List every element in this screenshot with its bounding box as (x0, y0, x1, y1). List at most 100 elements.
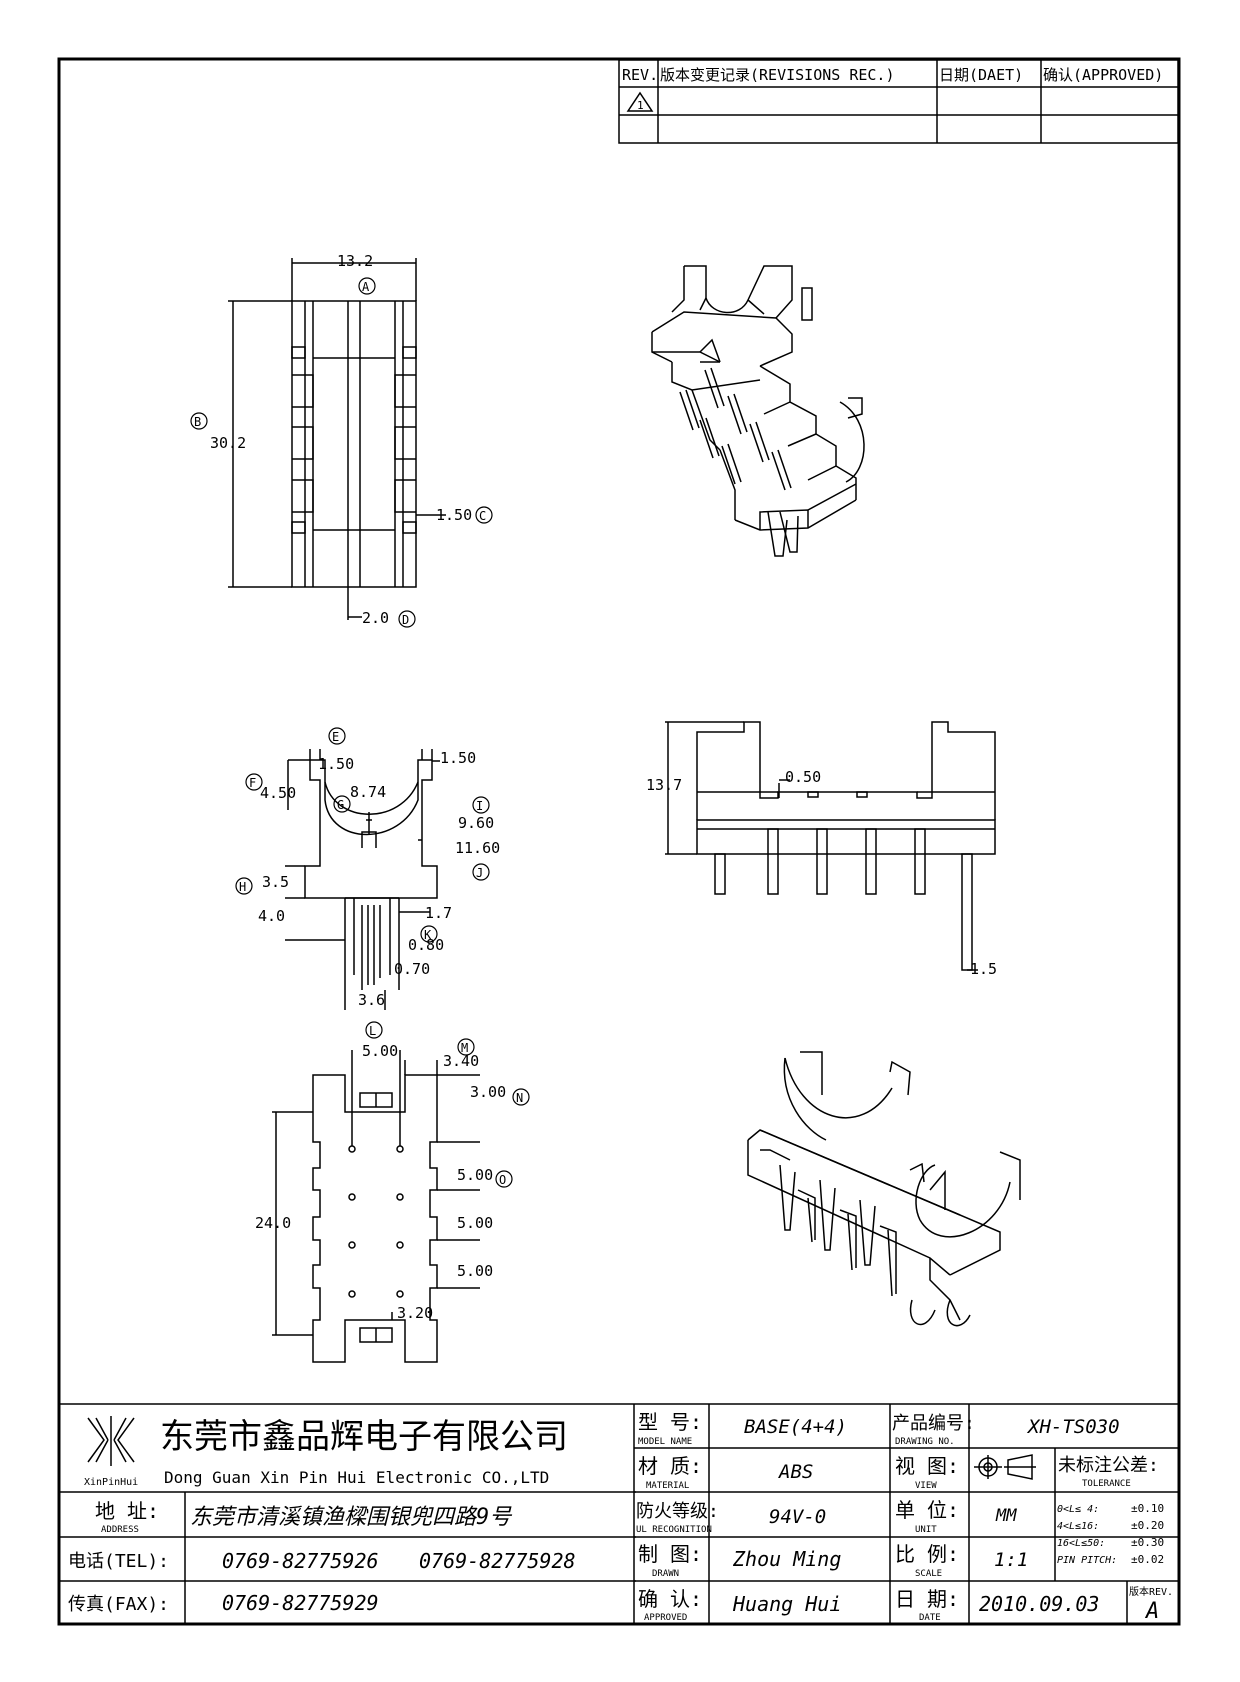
view-label: 视 图: (895, 1454, 959, 1478)
dim-side-1: 1.50 (318, 755, 354, 773)
marker-n: N (516, 1091, 523, 1105)
tel-2: 0769-82775928 (419, 1549, 576, 1573)
rev-mark: 1 (637, 99, 644, 112)
material-label: 材 质: (638, 1454, 702, 1478)
isometric-view-bottom (747, 1051, 1021, 1327)
isometric-view-top (651, 265, 865, 557)
address-label-en: ADDRESS (101, 1525, 139, 1535)
tolerance-label-en: TOLERANCE (1082, 1479, 1131, 1489)
date-header: 日期(DAET) (939, 66, 1023, 84)
marker-i: I (476, 799, 483, 813)
address-value: 东莞市清溪镇渔樑围银兜四路9号 (190, 1505, 512, 1530)
dim-side-11: 0.70 (394, 960, 430, 978)
marker-l: L (369, 1024, 376, 1038)
tolerance-value-4: ±0.02 (1131, 1553, 1164, 1566)
unit-label-en: UNIT (915, 1525, 937, 1535)
callout-markers-bottom (365, 1021, 530, 1188)
scale-label: 比 例: (895, 1542, 959, 1566)
dim-side-4: 8.74 (350, 783, 386, 801)
rev-header: REV. (622, 66, 658, 84)
flame-label-en: UL RECOGNITION (636, 1525, 712, 1535)
model-label-en: MODEL NAME (638, 1437, 692, 1447)
sheet-border (57, 57, 1181, 1626)
bottom-view (272, 1050, 480, 1363)
dim-side-12: 3.6 (358, 991, 385, 1009)
marker-b: B (194, 415, 201, 429)
unit-label: 单 位: (895, 1498, 959, 1522)
dim-pin-width: 2.0 (362, 609, 389, 627)
flame-label: 防火等级: (636, 1501, 719, 1522)
marker-d: D (402, 613, 409, 627)
drawn-value: Zhou Ming (732, 1547, 841, 1571)
marker-e: E (332, 730, 339, 744)
dim-side-5: 9.60 (458, 814, 494, 832)
dim-side-8: 4.0 (258, 907, 285, 925)
dim-bottom-3: 3.00 (470, 1083, 506, 1101)
drawing-no-label-en: DRAWING NO. (895, 1437, 955, 1447)
dim-bottom-6: 5.00 (457, 1262, 493, 1280)
model-value: BASE(4+4) (744, 1416, 847, 1438)
date-label: 日 期: (895, 1587, 959, 1611)
dim-front-height: 13.7 (646, 776, 682, 794)
tel-1: 0769-82775926 (222, 1549, 379, 1573)
marker-c: C (479, 509, 486, 523)
dim-side-7: 3.5 (262, 873, 289, 891)
dim-front-pin: 1.5 (970, 960, 997, 978)
company-name-en: Dong Guan Xin Pin Hui Electronic CO.,LTD (164, 1468, 549, 1487)
dim-bottom-8: 3.20 (397, 1304, 433, 1322)
approved-value: Huang Hui (732, 1592, 841, 1616)
fax-value: 0769-82775929 (222, 1591, 379, 1615)
revision-block (618, 59, 1179, 144)
company-logo (87, 1416, 135, 1466)
model-label: 型 号: (638, 1410, 702, 1434)
marker-f: F (249, 776, 256, 790)
tolerance-range-4: PIN PITCH: (1057, 1555, 1117, 1566)
dim-bottom-5: 5.00 (457, 1214, 493, 1232)
marker-m: M (461, 1041, 468, 1055)
rev-value: A (1144, 1599, 1159, 1624)
material-label-en: MATERIAL (646, 1481, 689, 1491)
fax-label: 传真(FAX): (68, 1594, 169, 1615)
dim-front-step: 0.50 (785, 768, 821, 786)
rev-label: 版本REV. (1129, 1585, 1173, 1598)
side-view (285, 749, 440, 1010)
marker-g: G (337, 798, 344, 812)
address-label: 地 址: (95, 1499, 159, 1523)
date-value: 2010.09.03 (979, 1592, 1099, 1616)
flame-value: 94V-0 (769, 1506, 826, 1528)
revisions-header: 版本变更记录(REVISIONS REC.) (660, 66, 895, 84)
top-view (228, 258, 446, 620)
view-label-en: VIEW (915, 1481, 937, 1491)
callout-markers-side (235, 727, 490, 943)
dim-bottom-4: 5.00 (457, 1166, 493, 1184)
unit-value: MM (995, 1506, 1017, 1526)
projection-symbol-icon (974, 1454, 1036, 1480)
drawing-no-value: XH-TS030 (1026, 1416, 1120, 1438)
marker-a: A (362, 280, 370, 294)
marker-o: O (499, 1173, 506, 1187)
dim-bottom-2: 3.40 (443, 1052, 479, 1070)
drawing-no-label: 产品编号: (892, 1413, 975, 1434)
drawn-label-en: DRAWN (652, 1569, 679, 1579)
tolerance-label: 未标注公差: (1058, 1455, 1159, 1476)
marker-k: K (424, 928, 432, 942)
scale-label-en: SCALE (915, 1569, 942, 1579)
tolerance-value-1: ±0.10 (1131, 1502, 1164, 1515)
dim-side-3: 4.50 (260, 784, 296, 802)
approved-header: 确认(APPROVED) (1043, 66, 1163, 84)
drawn-label: 制 图: (638, 1542, 702, 1566)
approved-label-en: APPROVED (644, 1613, 687, 1623)
front-view (665, 721, 996, 971)
dim-bottom-1: 5.00 (362, 1042, 398, 1060)
company-name-cn: 东莞市鑫品辉电子有限公司 (160, 1417, 568, 1457)
tolerance-range-1: 0<L≤ 4: (1057, 1504, 1099, 1515)
tolerance-range-2: 4<L≤16: (1057, 1521, 1099, 1532)
dim-width: 13.2 (337, 252, 373, 270)
approved-label: 确 认: (638, 1587, 702, 1611)
material-value: ABS (778, 1461, 813, 1483)
callout-markers-top (190, 277, 493, 628)
revision-triangle-icon (626, 91, 654, 112)
marker-h: H (239, 880, 246, 894)
logo-text: XinPinHui (84, 1477, 138, 1488)
